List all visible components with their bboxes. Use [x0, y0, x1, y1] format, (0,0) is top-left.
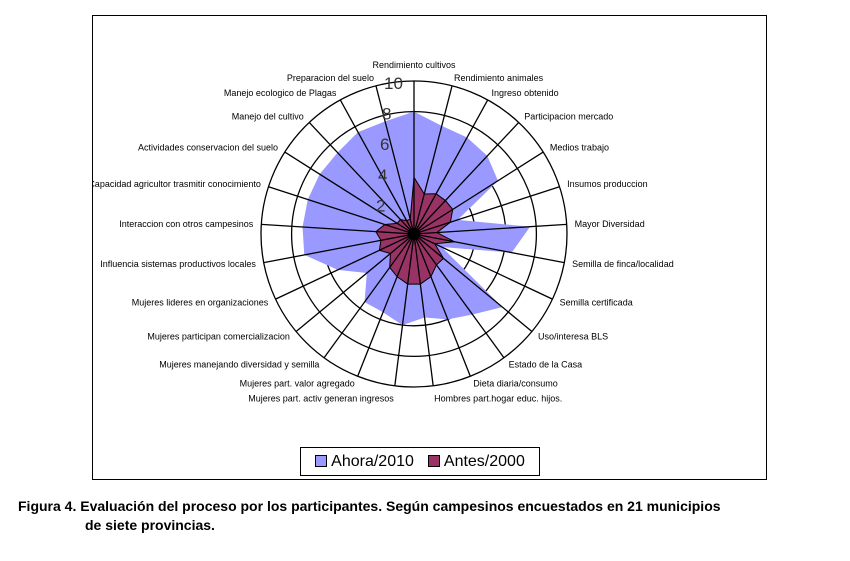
- category-label: Ingreso obtenido: [492, 88, 559, 98]
- axis-line: [413, 99, 489, 235]
- category-label: Mayor Diversidad: [575, 219, 645, 229]
- axis-line: [284, 151, 415, 235]
- axis-line: [295, 233, 415, 333]
- caption-line: Figura 4. Evaluación del proceso por los…: [18, 498, 721, 514]
- category-label: Influencia sistemas productivos locales: [100, 259, 256, 269]
- axis-line: [413, 233, 471, 377]
- axis-line: [357, 233, 415, 377]
- figure-caption: Figura 4. Evaluación del proceso por los…: [18, 497, 721, 535]
- category-label: Preparacion del suelo: [287, 73, 374, 83]
- center-dot: [408, 228, 420, 240]
- category-label: Interaccion con otros campesinos: [119, 219, 254, 229]
- axis-line: [413, 233, 505, 359]
- tick-label: 6: [380, 135, 389, 154]
- caption-line: de siete provincias.: [85, 517, 215, 533]
- category-label: Rendimiento cultivos: [372, 60, 456, 70]
- tick-label: 4: [378, 166, 387, 185]
- axis-line: [413, 151, 544, 235]
- category-label: Manejo ecologico de Plagas: [224, 88, 337, 98]
- legend-swatch: [427, 455, 440, 468]
- category-label: Mujeres participan comercializacion: [147, 332, 290, 342]
- category-label: Capacidad agricultor trasmitir conocimie…: [93, 179, 261, 189]
- axis-line: [413, 233, 434, 386]
- axis-line: [323, 233, 415, 359]
- axis-line: [413, 223, 567, 235]
- tick-label: 2: [376, 196, 385, 215]
- category-label: Estado de la Casa: [509, 359, 583, 369]
- axis-line: [261, 223, 415, 235]
- axis-line: [394, 233, 415, 386]
- category-label: Actividades conservacion del suelo: [138, 143, 278, 153]
- legend-item-ahora: Ahora/2010: [315, 453, 414, 471]
- category-label: Dieta diaria/consumo: [473, 379, 558, 389]
- axis-line: [413, 233, 565, 264]
- category-label: Semilla certificada: [560, 298, 633, 308]
- category-label: Mujeres part. valor agregado: [240, 379, 355, 389]
- axis-line: [413, 122, 520, 235]
- legend: Ahora/2010 Antes/2000: [300, 447, 540, 476]
- axis-line: [413, 233, 553, 300]
- category-label: Mujeres manejando diversidad y semilla: [159, 359, 319, 369]
- category-label: Semilla de finca/localidad: [572, 259, 674, 269]
- category-label: Hombres part.hogar educ. hijos.: [434, 394, 562, 404]
- tick-label: 8: [382, 105, 391, 124]
- category-label: Uso/interesa BLS: [538, 332, 608, 342]
- legend-item-antes: Antes/2000: [427, 452, 525, 471]
- category-label: Insumos produccion: [567, 179, 648, 189]
- axis-line: [339, 99, 415, 235]
- category-label: Manejo del cultivo: [232, 112, 304, 122]
- legend-label: Antes/2000: [443, 452, 525, 470]
- category-label: Medios trabajo: [550, 143, 609, 153]
- legend-swatch: [315, 455, 328, 468]
- axis-line: [268, 186, 415, 235]
- legend-label: Ahora/2010: [331, 452, 414, 470]
- category-label: Mujeres part. activ generan ingresos: [248, 394, 394, 404]
- axis-line: [413, 233, 533, 333]
- axis-line: [375, 85, 415, 235]
- category-label: Mujeres lideres en organizaciones: [132, 298, 269, 308]
- axis-line: [275, 233, 415, 300]
- axis-line: [263, 233, 415, 264]
- axis-line: [308, 122, 415, 235]
- axis-line: [413, 186, 560, 235]
- category-label: Participacion mercado: [524, 112, 613, 122]
- axis-line: [413, 85, 453, 235]
- tick-label: 10: [384, 74, 403, 93]
- category-label: Rendimiento animales: [454, 73, 544, 83]
